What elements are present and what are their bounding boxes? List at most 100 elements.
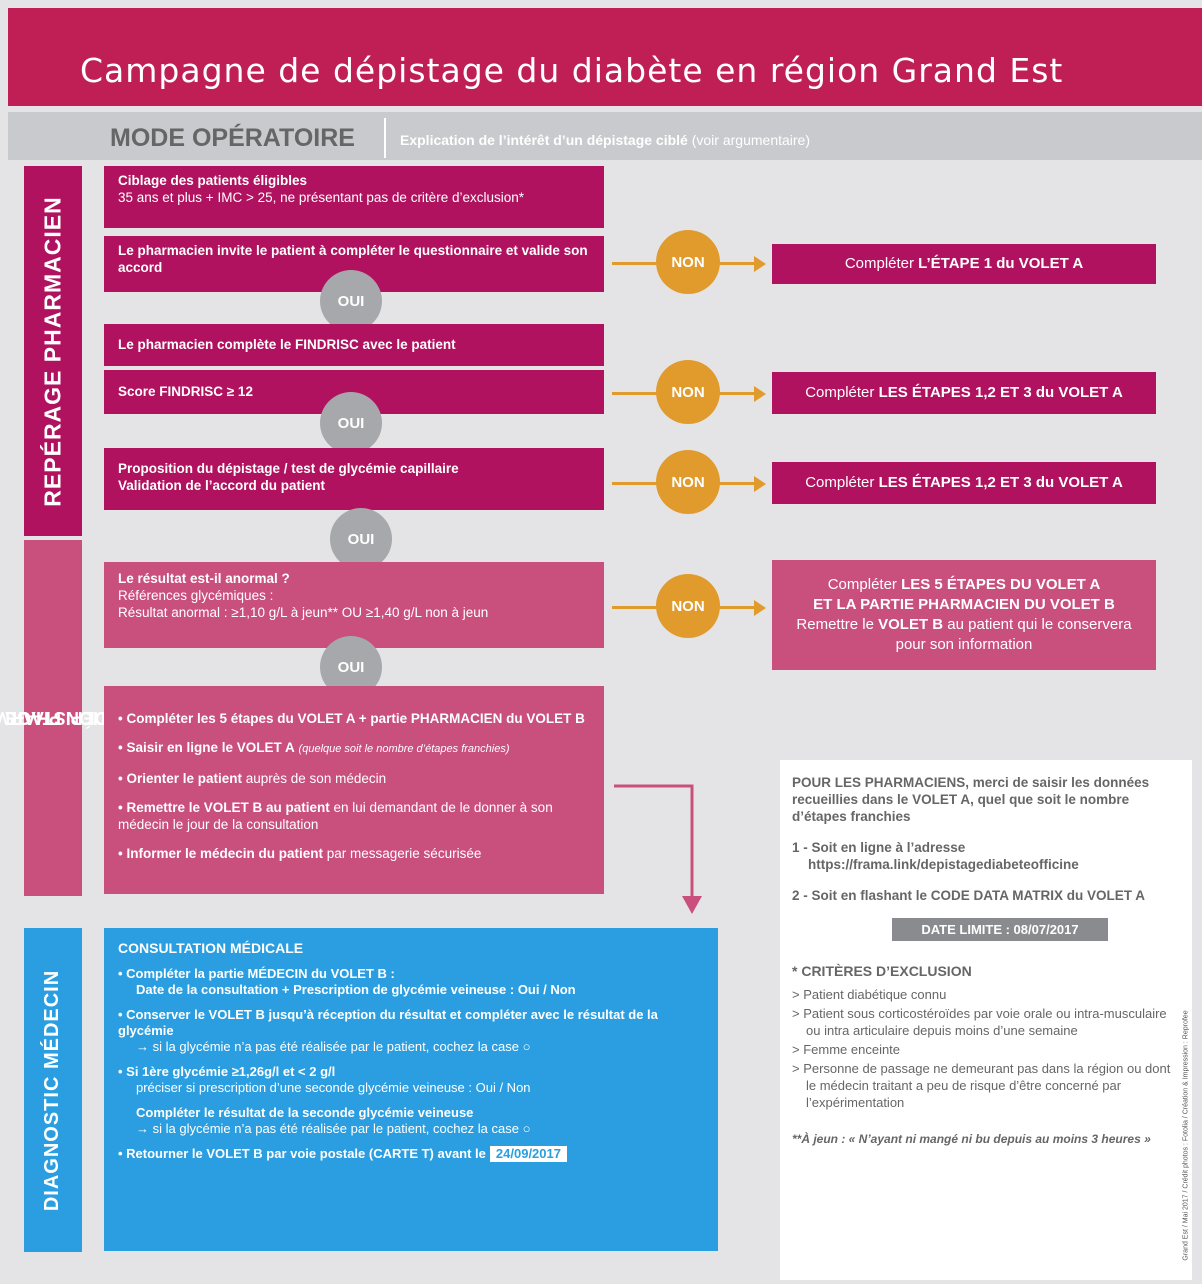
outcome-4-line3-prefix: Remettre le <box>796 616 879 633</box>
connector-arrow <box>614 784 702 914</box>
branch-line <box>612 606 660 609</box>
step-resultat: Le résultat est-il anormal ? Références … <box>104 562 604 648</box>
diagnostic-item-sub: Date de la consultation + Prescription d… <box>136 982 576 997</box>
branch-line <box>612 482 660 485</box>
decision-non-4: NON <box>656 574 720 638</box>
section-label-diagnostic: DIAGNOSTIC MÉDECIN <box>24 928 82 1252</box>
action-item-bold: • Remettre le VOLET B au patient <box>118 800 330 815</box>
action-item: • Informer le médecin du patient par mes… <box>118 845 590 862</box>
action-item-bold: • Informer le médecin du patient <box>118 846 324 861</box>
branch-arrowhead <box>754 256 766 272</box>
diagnostic-item: • Compléter la partie MÉDECIN du VOLET B… <box>118 966 704 998</box>
step-proposition-line1: Proposition du dépistage / test de glycé… <box>118 461 459 476</box>
info-url-link[interactable]: https://frama.link/depistagediabeteoffic… <box>808 857 1079 872</box>
info-option-1: 1 - Soit en ligne à l’adresse https://fr… <box>792 839 1180 873</box>
section-label-diagnostic-text: DIAGNOSTIC MÉDECIN <box>41 969 64 1211</box>
info-option-2: 2 - Soit en flashant le CODE DATA MATRIX… <box>792 888 1146 903</box>
action-item-text: auprès de son médecin <box>242 771 387 786</box>
action-item-bold: • Compléter les 5 étapes du VOLET A + pa… <box>118 711 585 726</box>
outcome-4-line4: pour son information <box>895 636 1033 653</box>
exclusion-item: > Patient diabétique connu <box>792 987 947 1002</box>
footnote: **À jeun : « N’ayant ni mangé ni bu depu… <box>792 1131 1180 1148</box>
diagnostic-heading: CONSULTATION MÉDICALE <box>118 940 304 956</box>
mode-subtitle-text: Explication de l’intérêt d’un dépistage … <box>400 132 688 148</box>
info-intro: POUR LES PHARMACIENS, merci de saisir le… <box>792 775 1150 824</box>
connector-arrowhead <box>682 896 702 914</box>
step-ciblage: Ciblage des patients éligibles 35 ans et… <box>104 166 604 228</box>
action-list: • Compléter les 5 étapes du VOLET A + pa… <box>118 710 590 862</box>
outcome-2: Compléter LES ÉTAPES 1,2 ET 3 du VOLET A <box>772 372 1156 414</box>
outcome-1-bold: L’ÉTAPE 1 du VOLET A <box>918 255 1084 272</box>
exclusion-item: > Personne de passage ne demeurant pas d… <box>792 1061 1171 1110</box>
exclusion-item: > Patient sous corticostéroïdes par voie… <box>792 1006 1167 1038</box>
outcome-4-line1-bold: LES 5 ÉTAPES DU VOLET A <box>901 576 1101 593</box>
outcome-3: Compléter LES ÉTAPES 1,2 ET 3 du VOLET A <box>772 462 1156 504</box>
mode-title: MODE OPÉRATOIRE <box>110 124 355 152</box>
page-title: Campagne de dépistage du diabète en régi… <box>80 51 1064 90</box>
decision-oui-2: OUI <box>320 392 382 454</box>
mode-subtitle-note: (voir argumentaire) <box>691 132 810 148</box>
branch-line <box>718 262 758 265</box>
step-proposition: Proposition du dépistage / test de glycé… <box>104 448 604 510</box>
outcome-2-bold: LES ÉTAPES 1,2 ET 3 du VOLET A <box>878 384 1123 401</box>
outcome-4: Compléter LES 5 ÉTAPES DU VOLET A ET LA … <box>772 560 1156 670</box>
decision-non-3: NON <box>656 450 720 514</box>
diagnostic-item-bold: • Conserver le VOLET B jusqu’à réception… <box>118 1007 658 1038</box>
exclusion-item: > Femme enceinte <box>792 1042 901 1057</box>
exclusion-title: * CRITÈRES D’EXCLUSION <box>792 963 972 979</box>
action-item: • Compléter les 5 étapes du VOLET A + pa… <box>118 710 590 727</box>
outcome-4-line3-suffix: au patient qui le conservera <box>943 616 1132 633</box>
outcome-4-line2: ET LA PARTIE PHARMACIEN DU VOLET B <box>813 596 1115 613</box>
step-ciblage-title: Ciblage des patients éligibles <box>118 173 308 188</box>
diagnostic-item-sub: → si la glycémie n’a pas été réalisée pa… <box>136 1039 531 1054</box>
action-item: • Remettre le VOLET B au patient en lui … <box>118 799 590 833</box>
footnote-label: **À jeun : <box>792 1132 849 1146</box>
step-proposition-line2: Validation de l’accord du patient <box>118 478 326 493</box>
diagnostic-item-bold: Compléter le résultat de la seconde glyc… <box>136 1105 474 1120</box>
branch-arrowhead <box>754 476 766 492</box>
diagnostic-item: Compléter le résultat de la seconde glyc… <box>118 1105 704 1137</box>
outcome-4-line3-bold: VOLET B <box>878 616 944 633</box>
action-item: • Orienter le patient auprès de son méde… <box>118 770 590 787</box>
branch-line <box>612 262 660 265</box>
step-resultat-detail: Résultat anormal : ≥1,10 g/L à jeun** OU… <box>118 605 489 620</box>
diagnostic-item: • Retourner le VOLET B par voie postale … <box>118 1146 704 1162</box>
diagnostic-item: • Conserver le VOLET B jusqu’à réception… <box>118 1007 704 1055</box>
outcome-2-prefix: Compléter <box>805 384 879 401</box>
section-label-reperage-text: REPÉRAGE PHARMACIEN <box>39 195 66 507</box>
diagnostic-item-bold: • Retourner le VOLET B par voie postale … <box>118 1146 486 1161</box>
diagnostic-item-bold: • Compléter la partie MÉDECIN du VOLET B… <box>118 966 395 981</box>
step-resultat-ref: Références glycémiques : <box>118 588 274 603</box>
decision-oui-1: OUI <box>320 270 382 332</box>
branch-line <box>612 392 660 395</box>
branch-arrowhead <box>754 600 766 616</box>
action-item: • Saisir en ligne le VOLET A (quelque so… <box>118 739 590 758</box>
outcome-4-line1-prefix: Compléter <box>827 576 902 593</box>
decision-non-2: NON <box>656 360 720 424</box>
exclusion-list: > Patient diabétique connu > Patient sou… <box>792 986 1180 1111</box>
step-findrisc: Le pharmacien complète le FINDRISC avec … <box>104 324 604 366</box>
section-label-reperage: REPÉRAGE PHARMACIEN <box>24 166 82 536</box>
outcome-1-prefix: Compléter <box>844 255 919 272</box>
branch-arrowhead <box>754 386 766 402</box>
footnote-text: « N’ayant ni mangé ni bu depuis au moins… <box>848 1132 1151 1146</box>
return-date-badge: 24/09/2017 <box>489 1146 567 1162</box>
decision-non-1: NON <box>656 230 720 294</box>
outcome-3-prefix: Compléter <box>805 474 879 491</box>
outcome-1: Compléter L’ÉTAPE 1 du VOLET A <box>772 244 1156 284</box>
outcome-3-bold: LES ÉTAPES 1,2 ET 3 du VOLET A <box>878 474 1123 491</box>
step-ciblage-detail: 35 ans et plus + IMC > 25, ne présentant… <box>118 190 524 205</box>
credit-text: Grand Est / Mai 2017 / Crédit photos : F… <box>1182 1009 1190 1261</box>
branch-line <box>718 392 758 395</box>
step-resultat-title: Le résultat est-il anormal ? <box>118 571 290 586</box>
section-label-depistage: DÉPISTAGE +/-ORIENTATION PHARMACIEN <box>0 540 187 896</box>
branch-line <box>718 606 758 609</box>
outcome-4-line3: Remettre le VOLET B au patient qui le co… <box>796 615 1131 635</box>
connector-line <box>614 784 694 898</box>
action-item-bold: • Saisir en ligne le VOLET A <box>118 740 295 755</box>
action-item-text: en lui demandant de le donner à son méde… <box>118 800 553 832</box>
outcome-4-line1: Compléter LES 5 ÉTAPES DU VOLET A <box>828 575 1101 595</box>
action-item-note: (quelque soit le nombre d’étapes franchi… <box>298 743 510 755</box>
decision-oui-3: OUI <box>330 508 392 570</box>
credit-line: Grand Est / Mai 2017 / Crédit photos : F… <box>1174 1000 1198 1270</box>
